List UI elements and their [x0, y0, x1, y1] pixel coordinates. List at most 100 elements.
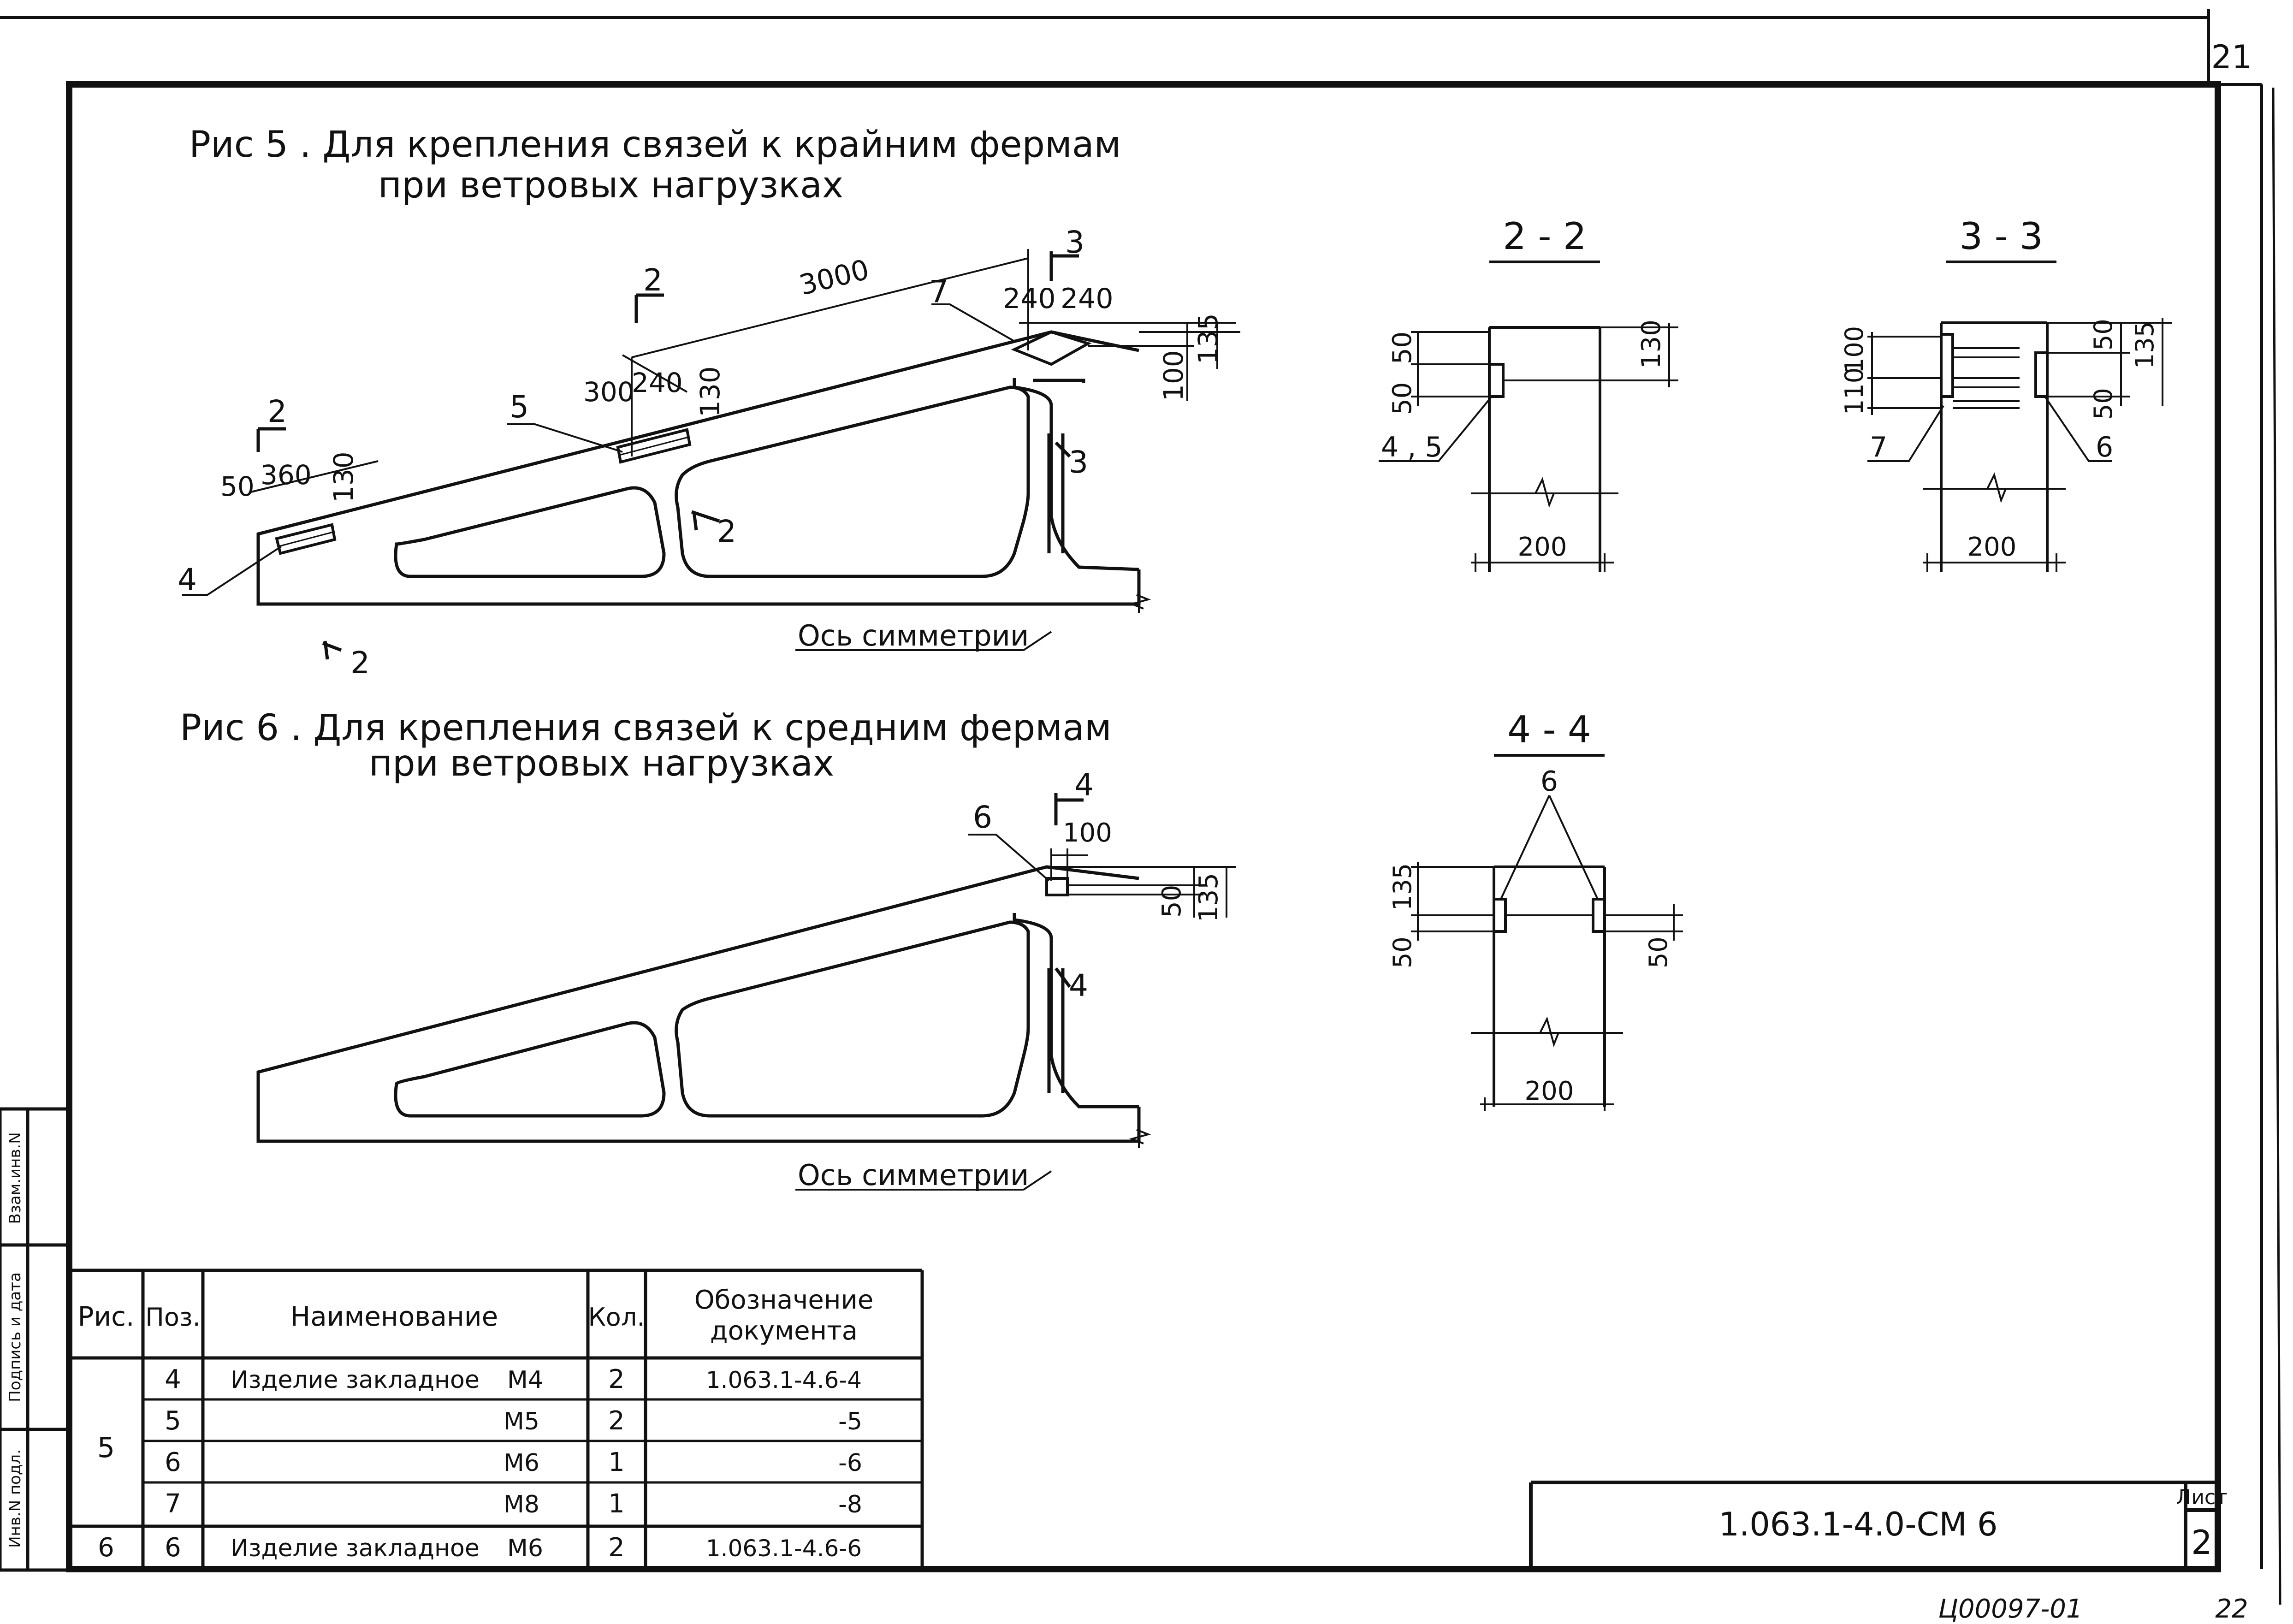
spec-row5-mark: М6 — [507, 1535, 543, 1562]
spec-row3-doc: -6 — [838, 1449, 862, 1477]
side-stamp: Взам.инв.N Подпись и дата Инв.N подл. — [0, 1107, 71, 1572]
section-3-3-dim-200: 200 — [1967, 532, 2017, 562]
fig5-embedded-plates — [275, 330, 1092, 555]
fig6-dim-135: 135 — [1194, 873, 1224, 922]
spec-row1-ris: 5 — [97, 1432, 115, 1464]
spec-row1-doc: 1.063.1-4.6-4 — [706, 1367, 862, 1393]
section-4-4-callout-6: 6 — [1541, 765, 1558, 798]
spec-row1-name: Изделие закладное — [231, 1366, 480, 1394]
spec-row2-qty: 2 — [608, 1406, 625, 1436]
fig5-dim-240-plate: 240 — [632, 367, 683, 398]
fig5-dim-300: 300 — [583, 376, 634, 408]
spec-row3-mark: М6 — [504, 1449, 539, 1477]
fig5-section-markers — [256, 251, 1079, 660]
spec-row5-name: Изделие закладное — [231, 1535, 480, 1562]
spec-row5-ris: 6 — [98, 1533, 114, 1563]
section-3-3-dim-100: 100 — [1840, 326, 1869, 373]
spec-header-ris: Рис. — [78, 1301, 135, 1332]
section-2-2-title: 2 - 2 — [1503, 215, 1587, 258]
spec-header-doc-line1: Обозначение — [694, 1285, 874, 1315]
section-3-3-callout-7: 7 — [1870, 431, 1887, 463]
title-block-sheet-label: Лист — [2176, 1486, 2228, 1509]
spec-row4-poz: 7 — [165, 1489, 181, 1519]
fig5-axis-label: Ось симметрии — [798, 619, 1029, 652]
section-3-3-dim-110: 110 — [1840, 367, 1869, 415]
spec-row3-qty: 1 — [608, 1447, 625, 1477]
fig5-section-3-top: 3 — [1065, 225, 1084, 260]
spec-header-poz: Поз. — [145, 1303, 201, 1332]
fig6-drawing: Рис 6 . Для крепления связей к средним ф… — [180, 707, 1236, 1192]
spec-row2-mark: М5 — [504, 1408, 539, 1435]
section-3-3-dim-135: 135 — [2130, 321, 2159, 369]
spec-header-doc-line2: документа — [710, 1316, 858, 1346]
title-block-sheet-number: 2 — [2191, 1523, 2212, 1562]
fig5-section-2-bottom: 2 — [350, 645, 370, 681]
spec-row1-poz: 4 — [165, 1364, 181, 1394]
side-stamp-cell-3: Инв.N подл. — [6, 1449, 24, 1548]
fig6-truss-outline — [256, 865, 1151, 1148]
section-2-2-callout: 4 , 5 — [1381, 431, 1443, 463]
fig5-dim-130-plate: 130 — [694, 366, 726, 417]
fig5-dim-3000: 3000 — [796, 254, 872, 302]
spec-row4-doc: -8 — [838, 1491, 862, 1518]
spec-row4-mark: М8 — [504, 1491, 539, 1518]
spec-table: Рис. Поз. Наименование Кол. Обозначение … — [69, 1268, 924, 1570]
fig5-drawing: Рис 5 . Для крепления связей к крайним ф… — [178, 124, 1240, 681]
fig5-dim-50: 50 — [220, 471, 255, 502]
fig5-section-2-left: 2 — [267, 394, 287, 429]
spec-row2-doc: -5 — [838, 1408, 862, 1435]
fig6-title-line2: при ветровых нагрузках — [369, 743, 834, 784]
fig5-callout-4: 4 — [178, 562, 197, 598]
fig5-callout-5: 5 — [510, 389, 529, 425]
title-block: 1.063.1-4.0-СМ 6 Лист 2 — [1529, 1481, 2228, 1569]
spec-row1-mark: М4 — [507, 1366, 543, 1394]
fig5-dim-240-left: 240 — [1003, 283, 1056, 315]
fig6-section-4-web: 4 — [1069, 968, 1088, 1003]
fig5-dim-240-right: 240 — [1061, 283, 1114, 315]
side-stamp-cell-1: Взам.инв.N — [6, 1132, 24, 1224]
fig5-title-line1: Рис 5 . Для крепления связей к крайним ф… — [189, 124, 1121, 166]
fig5-dimension-lines — [249, 249, 1240, 493]
archive-code: Ц00097-01 — [1938, 1594, 2082, 1624]
spec-row4-qty: 1 — [608, 1489, 625, 1519]
section-3-3-dim-50-bottom: 50 — [2089, 388, 2118, 420]
sheet-frame — [0, 9, 2281, 1605]
section-4-4-dim-135: 135 — [1388, 863, 1417, 911]
spec-row3-poz: 6 — [165, 1447, 181, 1477]
side-stamp-cell-2: Подпись и дата — [6, 1272, 24, 1402]
section-3-3: 3 - 3 100 110 50 — [1840, 215, 2172, 572]
fig5-callout-leaders — [182, 303, 1015, 596]
fig6-dim-100: 100 — [1063, 818, 1112, 848]
fig5-section-2-mid: 2 — [643, 262, 663, 298]
page-number-top: 21 — [2211, 38, 2252, 76]
section-2-2-dim-130: 130 — [1636, 320, 1666, 369]
fig6-section-4-top: 4 — [1074, 767, 1094, 803]
section-4-4-dim-200: 200 — [1525, 1076, 1574, 1106]
fig5-title-line2: при ветровых нагрузках — [378, 165, 843, 206]
fig6-embedded-plate — [1045, 877, 1069, 896]
section-4-4-dim-50-left: 50 — [1388, 936, 1417, 968]
section-3-3-dim-50-top: 50 — [2089, 319, 2118, 350]
fig6-axis-leader — [795, 1170, 1052, 1191]
fig6-axis-label: Ось симметрии — [798, 1158, 1029, 1192]
spec-row2-poz: 5 — [165, 1406, 181, 1436]
section-3-3-callout-6: 6 — [2096, 431, 2113, 463]
fig5-dim-360: 360 — [261, 459, 312, 491]
spec-header-qty: Кол. — [588, 1303, 645, 1332]
fig5-truss-outline — [256, 330, 1151, 613]
section-2-2-dim-50-top: 50 — [1387, 332, 1417, 364]
fig6-section-markers — [1054, 793, 1084, 988]
fig6-callout-6: 6 — [973, 800, 992, 835]
title-block-code: 1.063.1-4.0-СМ 6 — [1718, 1505, 1997, 1543]
section-4-4: 4 - 4 6 135 50 50 200 — [1388, 708, 1683, 1111]
section-2-2-dim-50-bottom: 50 — [1387, 382, 1417, 415]
section-4-4-dim-50-right: 50 — [1644, 936, 1673, 968]
fig5-section-2-web: 2 — [717, 514, 736, 549]
spec-row5-poz: 6 — [165, 1533, 181, 1563]
fig6-callout-leader — [968, 834, 1050, 882]
spec-row5-qty: 2 — [608, 1533, 625, 1563]
section-4-4-title: 4 - 4 — [1507, 708, 1591, 751]
fig5-dim-100: 100 — [1158, 350, 1189, 401]
fig5-axis-leader — [795, 631, 1052, 651]
